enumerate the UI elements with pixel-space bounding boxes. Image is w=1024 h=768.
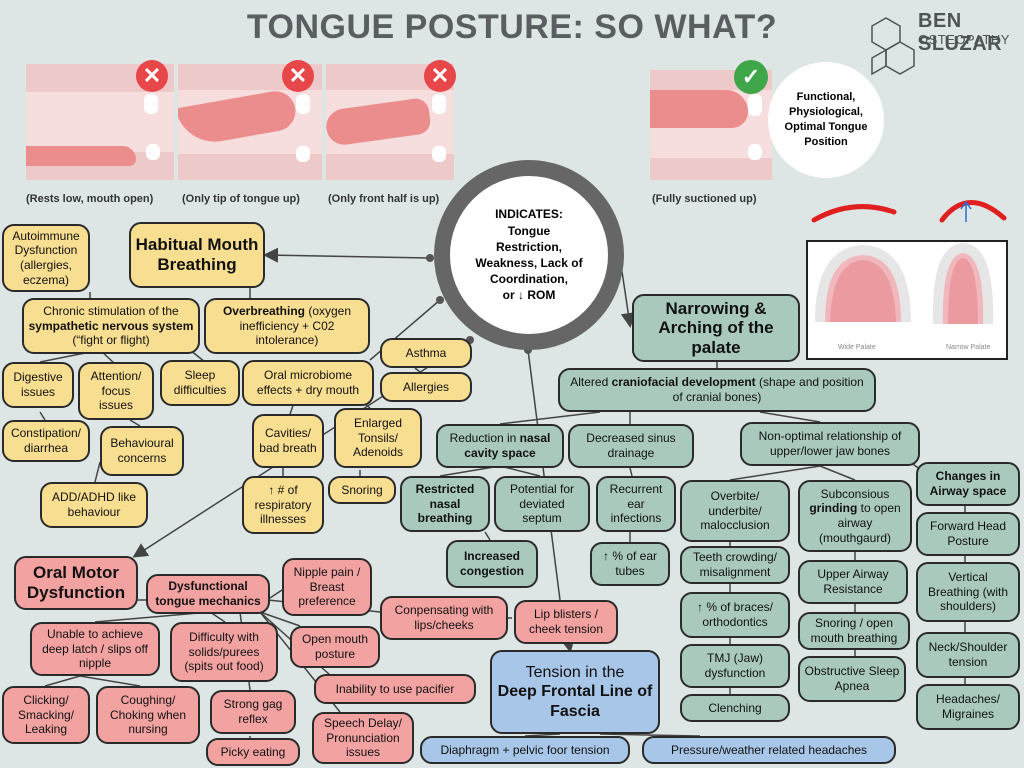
pressure-headaches-node: Pressure/weather related headaches: [642, 736, 896, 764]
picky-eating-node: Picky eating: [206, 738, 300, 766]
center-indicates-circle: INDICATES: Tongue Restriction, Weakness,…: [434, 160, 624, 350]
brand-logo-icon: [871, 17, 915, 76]
headaches-node: Headaches/ Migraines: [916, 684, 1020, 730]
optimal-position-label: Functional, Physiological, Optimal Tongu…: [768, 62, 884, 178]
palate-narrowing-node: Narrowing & Arching of the palate: [632, 294, 800, 362]
overbite-node: Overbite/ underbite/ malocclusion: [680, 480, 790, 542]
x-icon: ✕: [282, 60, 314, 92]
brand-subtitle: OSTEOPATHY: [918, 32, 1010, 47]
nipple-pain-node: Nipple pain / Breast preference: [282, 558, 372, 616]
respiratory-node: ↑ # of respiratory illnesses: [242, 476, 324, 534]
overbreathing-node: Overbreathing (oxygen inefficiency + C02…: [204, 298, 370, 354]
vertical-breathing-node: Vertical Breathing (with shoulders): [916, 562, 1020, 622]
deep-latch-node: Unable to achieve deep latch / slips off…: [30, 622, 160, 676]
pacifier-node: Inability to use pacifier: [314, 674, 476, 704]
photo-caption: (Only tip of tongue up): [182, 193, 300, 205]
cavities-node: Cavities/ bad breath: [252, 414, 324, 468]
sympathetic-stimulation-node: Chronic stimulation of the sympathetic n…: [22, 298, 200, 354]
sleep-node: Sleep difficulties: [160, 360, 240, 406]
forward-head-node: Forward Head Posture: [916, 512, 1020, 556]
behavioural-node: Behavioural concerns: [100, 426, 184, 476]
lip-blisters-node: Lip blisters / cheek tension: [514, 600, 618, 644]
braces-node: ↑ % of braces/ orthodontics: [680, 592, 790, 638]
palate-diagram-icon: [815, 242, 994, 325]
tonsils-node: Enlarged Tonsils/ Adenoids: [334, 408, 422, 468]
snoring-node: Snoring: [328, 476, 396, 504]
ear-tubes-node: ↑ % of ear tubes: [590, 542, 670, 586]
adhd-node: ADD/ADHD like behaviour: [40, 482, 148, 528]
page-title: TONGUE POSTURE: SO WHAT?: [246, 8, 778, 46]
sinus-node: Decreased sinus drainage: [568, 424, 694, 468]
jaw-relationship-node: Non-optimal relationship of upper/lower …: [740, 422, 920, 466]
oral-motor-dysfunction-node: Oral Motor Dysfunction: [14, 556, 138, 610]
palate-arch-icon: [811, 200, 1007, 223]
oral-microbiome-node: Oral microbiome effects + dry mouth: [242, 360, 374, 406]
tongue-mechanics-node: Dysfunctional tongue mechanics: [146, 574, 270, 614]
brand-name: BEN SLUZAR: [918, 10, 1003, 55]
neck-shoulder-node: Neck/Shoulder tension: [916, 632, 1020, 678]
snoring-open-mouth-node: Snoring / open mouth breathing: [798, 612, 910, 650]
upper-airway-node: Upper Airway Resistance: [798, 560, 908, 604]
constipation-node: Constipation/ diarrhea: [2, 420, 90, 462]
gag-reflex-node: Strong gag reflex: [210, 690, 296, 734]
teeth-crowding-node: Teeth crowding/ misalignment: [680, 546, 790, 584]
nasal-cavity-node: Reduction in nasal cavity space: [436, 424, 564, 468]
solids-node: Difficulty with solids/purees (spits out…: [170, 622, 278, 682]
airway-node: Changes in Airway space: [916, 462, 1020, 506]
restricted-breathing-node: Restricted nasal breathing: [400, 476, 490, 532]
craniofacial-node: Altered craniofacial development (shape …: [558, 368, 876, 412]
diaphragm-node: Diaphragm + pelvic foor tension: [420, 736, 630, 764]
x-icon: ✕: [424, 60, 456, 92]
asthma-node: Asthma: [380, 338, 472, 368]
fascia-tension-node: Tension in the Deep Frontal Line of Fasc…: [490, 650, 660, 734]
wide-palate-label: Wide Palate: [838, 344, 876, 351]
photo-caption: (Rests low, mouth open): [26, 193, 154, 205]
narrow-palate-label: Narrow Palate: [946, 344, 991, 351]
digestive-node: Digestive issues: [2, 362, 74, 408]
clenching-node: Clenching: [680, 694, 790, 722]
speech-delay-node: Speech Delay/ Pronunciation issues: [312, 712, 414, 764]
sleep-apnea-node: Obstructive Sleep Apnea: [798, 656, 906, 702]
coughing-node: Coughing/ Choking when nursing: [96, 686, 200, 744]
attention-node: Attention/ focus issues: [78, 362, 154, 420]
ear-infections-node: Recurrent ear infections: [596, 476, 676, 532]
palate-image: Wide Palate Narrow Palate: [806, 240, 1008, 360]
congestion-node: Increased congestion: [446, 540, 538, 588]
autoimmune-node: Autoimmune Dysfunction (allergies, eczem…: [2, 224, 90, 292]
compensating-node: Conpensating with lips/cheeks: [380, 596, 508, 640]
x-icon: ✕: [136, 60, 168, 92]
tmj-node: TMJ (Jaw) dysfunction: [680, 644, 790, 688]
deviated-septum-node: Potential for deviated septum: [494, 476, 590, 532]
habitual-mouth-breathing-node: Habitual Mouth Breathing: [129, 222, 265, 288]
clicking-node: Clicking/ Smacking/ Leaking: [2, 686, 90, 744]
check-icon: ✓: [734, 60, 768, 94]
photo-caption: (Fully suctioned up): [652, 193, 757, 205]
grinding-node: Subconsious grinding to open airway (mou…: [798, 480, 912, 552]
allergies-node: Allergies: [380, 372, 472, 402]
photo-caption: (Only front half is up): [328, 193, 440, 205]
open-mouth-posture-node: Open mouth posture: [290, 626, 380, 668]
